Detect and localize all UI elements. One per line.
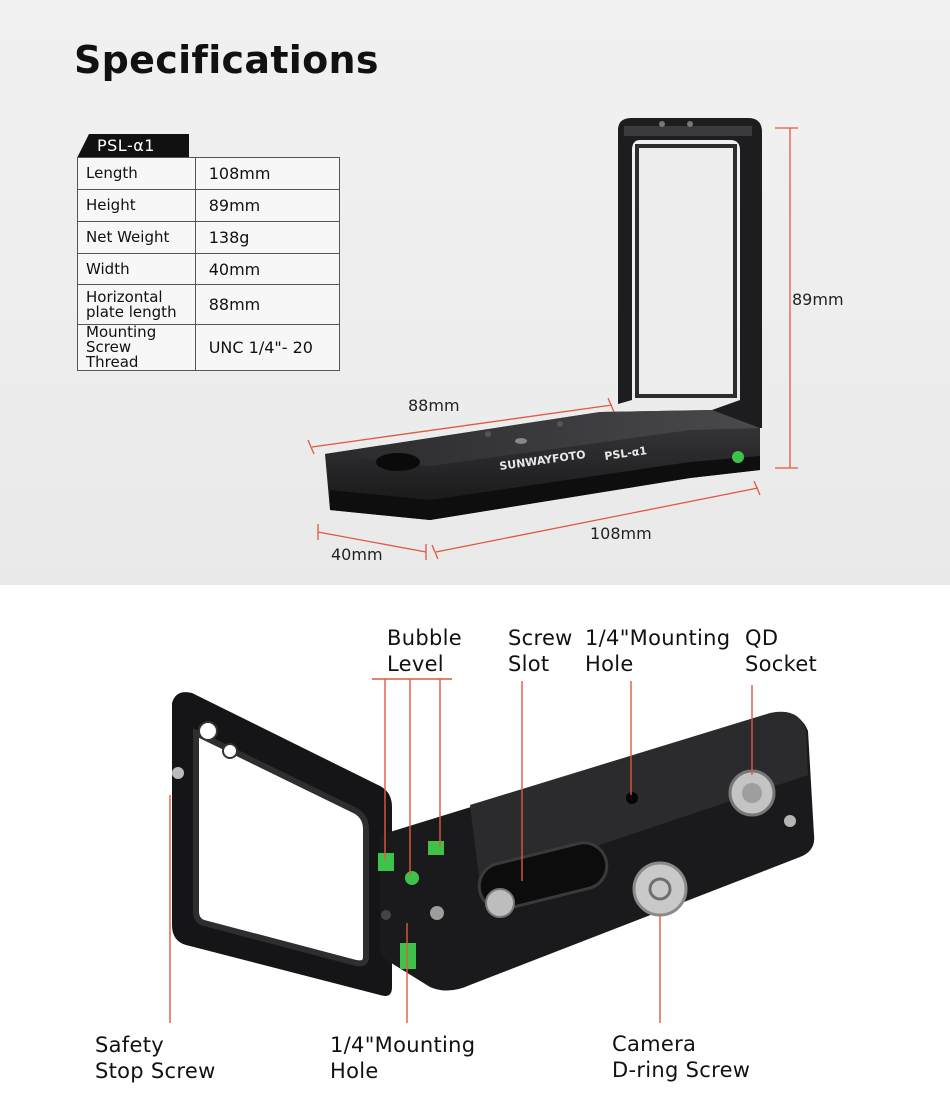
spec-label: Height: [77, 189, 196, 222]
dimension-height-label: 89mm: [792, 290, 844, 309]
spec-row-height: Height 89mm: [77, 189, 341, 222]
spec-value: 88mm: [194, 284, 341, 325]
callout-line: Hole: [585, 652, 634, 676]
callout-line: Slot: [508, 652, 550, 676]
bracket-feature-illustration: [169, 678, 815, 1023]
callout-line: D-ring Screw: [612, 1058, 751, 1082]
spec-label: Horizontal plate length: [77, 284, 196, 325]
callout-line: Screw: [508, 626, 573, 650]
bracket-side-plate: [172, 692, 392, 996]
spec-label: Net Weight: [77, 221, 196, 254]
dimension-plate-length-label: 88mm: [408, 396, 460, 415]
spec-row-mounting-screw-thread: Mounting Screw Thread UNC 1/4"- 20: [77, 323, 341, 371]
callout-mounting-hole-bottom: 1/4"Mounting Hole: [330, 1032, 475, 1084]
spec-label-line: Horizontal: [86, 287, 163, 306]
bracket-vertical-frame: [618, 118, 762, 428]
spec-row-width: Width 40mm: [77, 253, 341, 285]
callout-bubble-level: Bubble Level: [387, 625, 462, 677]
callout-camera-d-ring-screw: Camera D-ring Screw: [612, 1031, 750, 1083]
features-panel: Bubble Level Screw Slot 1/4"Mounting Hol…: [0, 585, 950, 1101]
bracket-base-plate: SUNWAYFOTO PSL-α1: [325, 410, 760, 520]
callout-line: 1/4"Mounting: [330, 1033, 476, 1057]
callout-line: Hole: [330, 1059, 379, 1083]
callout-line: Stop Screw: [95, 1059, 216, 1083]
callout-line: Level: [387, 652, 444, 676]
spec-table: Length 108mm Height 89mm Net Weight 138g…: [77, 157, 341, 371]
dimension-width-label: 40mm: [331, 545, 383, 564]
bracket-dimension-illustration: SUNWAYFOTO PSL-α1: [307, 118, 798, 560]
callout-line: Camera: [612, 1032, 697, 1056]
model-marking: PSL-α1: [604, 444, 648, 463]
bracket-base-plate-detail: [380, 711, 815, 991]
callout-mounting-hole-top: 1/4"Mounting Hole: [585, 625, 730, 677]
spec-value: UNC 1/4"- 20: [194, 324, 341, 371]
spec-value: 40mm: [194, 253, 341, 285]
dimension-lines: [307, 127, 798, 560]
spec-label: Mounting Screw Thread: [77, 323, 196, 371]
callout-screw-slot: Screw Slot: [508, 625, 573, 677]
spec-label-line: plate length: [86, 302, 177, 321]
callout-line: 1/4"Mounting: [585, 626, 731, 650]
spec-value: 89mm: [194, 189, 341, 222]
callout-safety-stop-screw: Safety Stop Screw: [95, 1032, 216, 1084]
dimension-length-label: 108mm: [590, 524, 652, 543]
specifications-panel: Specifications PSL-α1 Length 108mm Heigh…: [0, 0, 950, 585]
spec-row-horizontal-plate-length: Horizontal plate length 88mm: [77, 284, 341, 325]
spec-label-line: Mounting: [86, 323, 157, 341]
spec-value: 138g: [194, 221, 341, 254]
callout-qd-socket: QD Socket: [745, 625, 817, 677]
callout-line: Socket: [745, 652, 818, 676]
callout-line: Safety: [95, 1033, 164, 1057]
model-tab: PSL-α1: [77, 134, 189, 158]
spec-label-line: Screw Thread: [86, 338, 139, 371]
callout-leader-lines: [169, 678, 753, 1023]
callout-line: QD: [745, 626, 779, 650]
spec-row-net-weight: Net Weight 138g: [77, 221, 341, 254]
page-title: Specifications: [74, 38, 379, 82]
callout-line: Bubble: [387, 626, 462, 650]
